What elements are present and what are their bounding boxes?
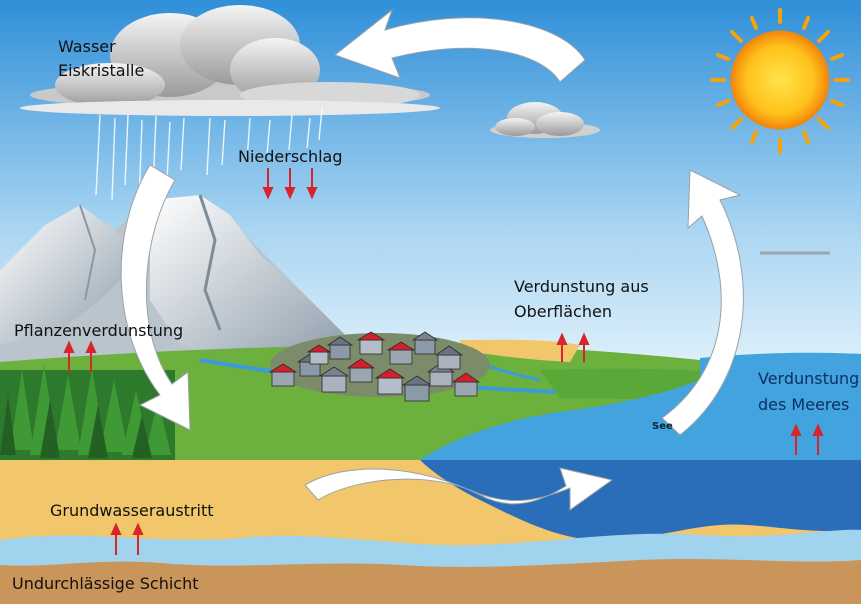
evaporation-arrows (63, 168, 824, 555)
forest (0, 365, 175, 460)
sun (710, 8, 850, 154)
rain (95, 107, 323, 206)
label-grundwasseraustritt: Grundwasseraustritt (50, 501, 214, 520)
sea (420, 352, 861, 460)
beach (460, 339, 580, 362)
plant-evaporation-arrows (63, 340, 97, 372)
label-verdunstung-oberflaechen-1: Verdunstung aus (514, 277, 649, 296)
label-niederschlag: Niederschlag (238, 147, 343, 166)
groundwater-layer (0, 529, 861, 567)
surface-evaporation-arrows (556, 332, 590, 362)
deep-sea (420, 460, 861, 540)
impermeable-layer (0, 558, 861, 604)
arrow-bottom (304, 467, 614, 511)
label-verdunstung-oberflaechen-2: Oberflächen (514, 302, 612, 321)
label-see: See (652, 421, 673, 432)
rain-cloud (20, 5, 440, 116)
arrow-right (661, 169, 744, 436)
small-cloud (490, 102, 600, 138)
cycle-arrows (120, 8, 744, 511)
label-undurchlaessige-schicht: Undurchlässige Schicht (12, 574, 199, 593)
village (268, 331, 490, 402)
precipitation-arrows (262, 168, 318, 200)
sea-evaporation-arrows (790, 423, 824, 455)
groundwater-arrows (110, 522, 144, 555)
label-pflanzenverdunstung: Pflanzenverdunstung (14, 321, 184, 340)
arrow-left (120, 164, 191, 431)
arrow-top (333, 8, 586, 83)
mountains (0, 194, 360, 365)
label-verdunstung-meer-2: des Meeres (758, 395, 850, 414)
label-eiskristalle: Eiskristalle (58, 61, 145, 80)
label-verdunstung-meer-1: Verdunstung (758, 369, 860, 388)
label-wasser: Wasser (58, 37, 116, 56)
